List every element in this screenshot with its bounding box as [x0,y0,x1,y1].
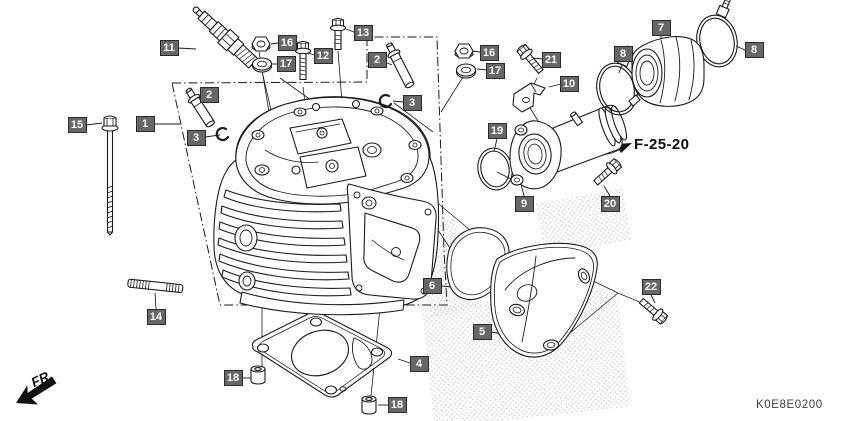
part-label-19[interactable]: 19 [487,123,507,139]
guide-clip-drawing [215,93,393,142]
part-label-3[interactable]: 3 [402,95,422,111]
valve-guide-drawing [185,42,415,128]
front-direction-label: FR. [29,367,55,390]
stud-bolt-drawing [127,278,184,294]
nut-washer-drawing [251,36,477,79]
long-bolt-drawing [101,115,119,236]
part-label-13[interactable]: 13 [353,25,373,41]
part-label-18[interactable]: 18 [223,370,243,386]
part-label-2[interactable]: 2 [199,87,219,103]
part-label-8[interactable]: 8 [613,46,633,62]
inlet-tube-drawing [628,36,705,107]
part-label-11[interactable]: 11 [159,40,179,56]
cylinder-head-drawing [213,96,440,316]
part-label-22[interactable]: 22 [641,279,661,295]
front-direction-arrow [16,376,57,405]
part-label-18[interactable]: 18 [387,397,407,413]
part-label-17[interactable]: 17 [276,56,296,72]
part-label-17[interactable]: 17 [485,63,505,79]
figure-ref-link[interactable]: F-25-20 [634,136,690,153]
part-label-5[interactable]: 5 [472,324,492,340]
part-label-16[interactable]: 16 [277,35,297,51]
stay-bolt-drawing [516,44,544,74]
top-flange-bolts-drawing [294,17,347,81]
part-label-2[interactable]: 2 [367,52,387,68]
part-label-20[interactable]: 20 [600,196,620,212]
part-label-15[interactable]: 15 [67,117,87,133]
part-label-6[interactable]: 6 [422,278,442,294]
insulator-bolt-drawing [593,158,622,186]
part-label-3[interactable]: 3 [186,130,206,146]
part-label-8[interactable]: 8 [744,42,764,58]
breather-cover-drawing [490,242,598,358]
mount-rubber-drawing [250,365,377,415]
head-gasket-drawing [251,311,393,398]
part-label-4[interactable]: 4 [409,356,429,372]
part-label-12[interactable]: 12 [313,48,333,64]
front-direction-indicator: FR. [16,367,57,405]
part-label-1[interactable]: 1 [135,116,155,132]
part-label-10[interactable]: 10 [559,76,579,92]
part-label-16[interactable]: 16 [479,45,499,61]
part-label-21[interactable]: 21 [541,52,561,68]
part-label-9[interactable]: 9 [514,196,534,212]
inlet-pipe-drawing [509,104,628,190]
stay-bracket-drawing [512,82,546,113]
cover-bolt-drawing [638,297,668,325]
part-label-14[interactable]: 14 [146,309,166,325]
part-label-7[interactable]: 7 [651,20,671,36]
